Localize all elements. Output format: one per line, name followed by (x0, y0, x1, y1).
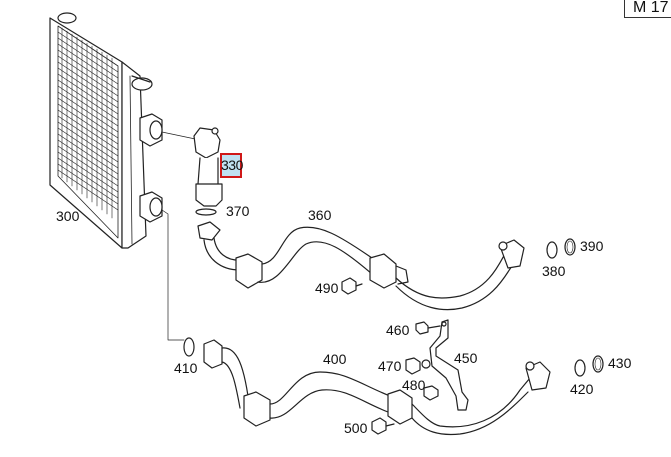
part-label-500[interactable]: 500 (344, 420, 368, 436)
o-ring-370-drawing (195, 208, 217, 216)
seal-420-drawing (574, 359, 586, 377)
part-label-470[interactable]: 470 (378, 358, 402, 374)
part-label-410[interactable]: 410 (174, 360, 198, 376)
nut-470-drawing (405, 357, 431, 375)
part-label-360[interactable]: 360 (308, 207, 332, 223)
fitting-330-drawing (193, 127, 223, 207)
figure-reference-box: M 17 (624, 0, 671, 18)
part-label-430[interactable]: 430 (608, 355, 632, 371)
hose-400-drawing (203, 339, 551, 436)
bolt-500-drawing (371, 417, 395, 435)
part-label-490[interactable]: 490 (315, 280, 339, 296)
part-label-400[interactable]: 400 (323, 351, 347, 367)
hose-360-drawing (197, 221, 525, 311)
part-label-480[interactable]: 480 (402, 377, 426, 393)
part-label-330[interactable]: 330 (221, 157, 243, 173)
part-label-450[interactable]: 450 (454, 350, 478, 366)
part-label-390[interactable]: 390 (580, 238, 604, 254)
part-label-300[interactable]: 300 (56, 208, 80, 224)
seal-380-drawing (546, 241, 558, 259)
part-label-370[interactable]: 370 (226, 203, 250, 219)
seal-410-drawing (183, 337, 195, 357)
o-ring-390-drawing (564, 238, 576, 256)
leader-lines (161, 131, 201, 341)
oil-cooler-drawing (49, 12, 163, 249)
bolt-490-drawing (341, 277, 363, 295)
bracket-450-drawing (429, 319, 469, 411)
part-label-380[interactable]: 380 (542, 263, 566, 279)
o-ring-430-drawing (592, 355, 604, 373)
selected-part-highlight[interactable]: 330 (220, 153, 243, 178)
part-label-460[interactable]: 460 (386, 322, 410, 338)
bolt-460-drawing (415, 321, 441, 335)
part-label-420[interactable]: 420 (570, 381, 594, 397)
nut-480-drawing (423, 385, 439, 401)
